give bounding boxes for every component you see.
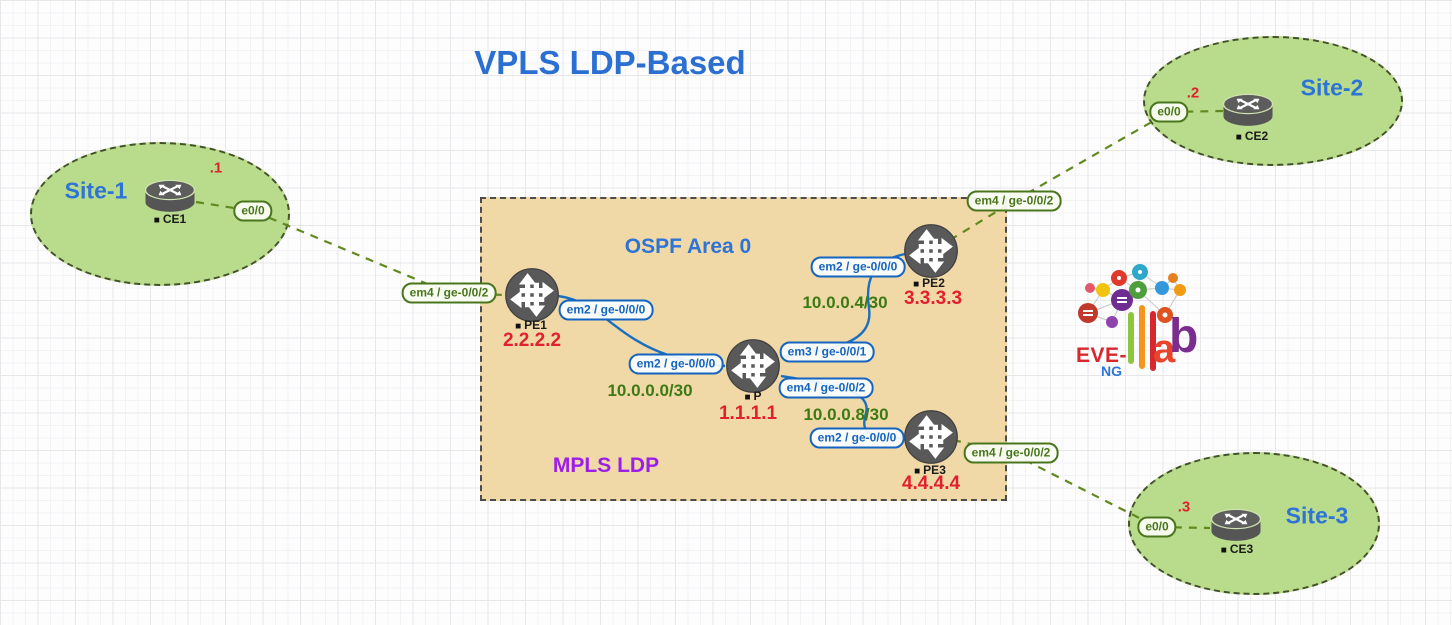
- logo-letter-a: a: [1153, 327, 1176, 371]
- ce-router-icon: [1210, 508, 1262, 541]
- diagram-title: VPLS LDP-Based: [474, 44, 746, 81]
- subnet-p-pe3-label: 10.0.0.8/30: [803, 405, 889, 424]
- node-marker-square: ■: [914, 466, 921, 477]
- logo-network-nodes: [1078, 264, 1186, 328]
- node-marker-square: ■: [1220, 545, 1227, 556]
- ce3-name-label: ■CE3: [1220, 542, 1254, 556]
- p-loopback-label: 1.1.1.1: [718, 403, 778, 424]
- mpls-router-icon: [904, 410, 958, 464]
- ce2-name-label: ■CE2: [1235, 129, 1269, 143]
- pe2-site-interface-pill: em4 / ge-0/0/2: [966, 190, 1062, 212]
- pe2-loopback-label: 3.3.3.3: [903, 288, 963, 309]
- router-node-ce2[interactable]: [1220, 90, 1276, 137]
- ospf-area-label: OSPF Area 0: [624, 235, 752, 258]
- p-to-pe2-interface-pill: em3 / ge-0/0/1: [779, 341, 875, 363]
- pe3-name-label: ■PE3: [914, 463, 946, 477]
- node-marker-square: ■: [913, 279, 920, 290]
- logo-ng-text: NG: [1101, 363, 1122, 379]
- node-marker-square: ■: [153, 215, 160, 226]
- ce-router-icon: [1222, 93, 1274, 126]
- subnet-pe1-p-label: 10.0.0.0/30: [607, 381, 693, 400]
- router-node-ce3[interactable]: [1208, 505, 1264, 552]
- router-node-p[interactable]: [725, 338, 781, 399]
- ce-router-icon: [144, 179, 196, 212]
- site3-octet-label: .3: [1177, 498, 1191, 516]
- site2-octet-label: .2: [1186, 84, 1200, 102]
- router-node-pe1[interactable]: [504, 267, 560, 328]
- site1-label: Site-1: [64, 177, 128, 204]
- pe3-loopback-label: 4.4.4.4: [901, 473, 961, 494]
- pe1-site-interface-pill: em4 / ge-0/0/2: [401, 282, 497, 304]
- logo-lab-bars: [1128, 305, 1156, 371]
- site1-octet-label: .1: [209, 159, 223, 177]
- pe2-core-interface-pill: em2 / ge-0/0/0: [810, 256, 906, 278]
- ce2-interface-pill: e0/0: [1149, 101, 1189, 123]
- pe2-name-label: ■PE2: [913, 276, 945, 290]
- mpls-router-icon: [726, 339, 780, 393]
- p-to-pe1-interface-pill: em2 / ge-0/0/0: [628, 353, 724, 375]
- node-marker-square: ■: [515, 321, 522, 332]
- node-marker-square: ■: [1235, 132, 1242, 143]
- logo-eve-text: EVE-: [1076, 344, 1128, 367]
- ce1-name-label: ■CE1: [153, 212, 187, 226]
- logo-letter-b: b: [1169, 310, 1199, 363]
- pe1-name-label: ■PE1: [515, 318, 547, 332]
- site2-label: Site-2: [1300, 74, 1364, 101]
- site3-label: Site-3: [1285, 502, 1349, 529]
- router-node-ce1[interactable]: [142, 176, 198, 223]
- node-marker-square: ■: [744, 392, 751, 403]
- router-node-pe3[interactable]: [903, 409, 959, 470]
- pe3-site-interface-pill: em4 / ge-0/0/2: [963, 442, 1059, 464]
- eve-ng-logo: [1078, 264, 1186, 371]
- ce1-interface-pill: e0/0: [233, 200, 273, 222]
- router-node-pe2[interactable]: [903, 223, 959, 284]
- mpls-ldp-label: MPLS LDP: [552, 454, 660, 477]
- pe3-core-interface-pill: em2 / ge-0/0/0: [809, 427, 905, 449]
- ce3-interface-pill: e0/0: [1137, 516, 1177, 538]
- pe1-loopback-label: 2.2.2.2: [502, 330, 562, 351]
- p-name-label: ■P: [744, 389, 762, 403]
- mpls-router-icon: [505, 268, 559, 322]
- pe1-core-interface-pill: em2 / ge-0/0/0: [558, 299, 654, 321]
- p-to-pe3-interface-pill: em4 / ge-0/0/2: [778, 377, 874, 399]
- mpls-router-icon: [904, 224, 958, 278]
- subnet-p-pe2-label: 10.0.0.4/30: [802, 293, 888, 312]
